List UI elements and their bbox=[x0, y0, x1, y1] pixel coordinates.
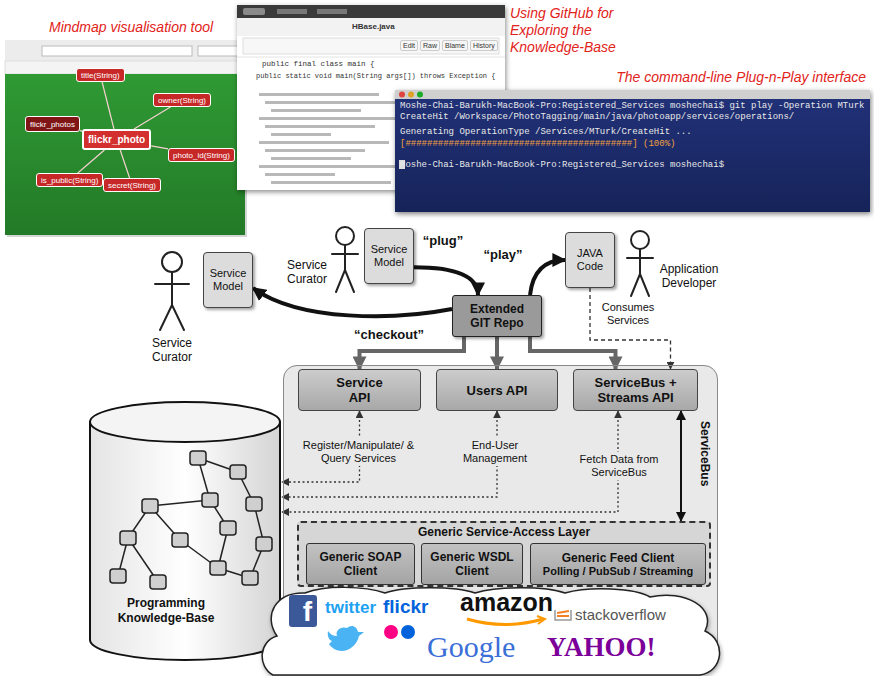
mindmap-node: photo_id(String) bbox=[168, 148, 235, 162]
client-box: Generic SOAP Client bbox=[306, 543, 415, 585]
model-box: Service Model bbox=[364, 228, 414, 284]
node-text: Generic Feed Client bbox=[562, 551, 675, 565]
terminal-line: Moshe-Chai-Barukh-MacBook-Pro:Registered… bbox=[400, 101, 865, 123]
mindmap-node: secret(String) bbox=[103, 178, 161, 192]
node-text: ServiceBus + Streams API bbox=[584, 375, 688, 405]
connector bbox=[134, 107, 170, 129]
toolbar-button: Blame bbox=[442, 40, 468, 51]
access-layer: Generic Service-Access LayerGeneric SOAP… bbox=[297, 521, 711, 587]
terminal-line: [#######################################… bbox=[400, 139, 675, 150]
node-text: twitter bbox=[325, 598, 376, 618]
node-text: Mindmap visualisation tool bbox=[49, 19, 213, 36]
node-text: Service Model bbox=[368, 243, 410, 269]
node-text: Google bbox=[427, 630, 515, 664]
code-line: public final class main { bbox=[262, 60, 375, 68]
node-text: Generic Service-Access Layer bbox=[299, 525, 709, 539]
connector bbox=[282, 411, 618, 512]
edge-label: Fetch Data from ServiceBus bbox=[575, 452, 663, 480]
mindmap-node: is_public(String) bbox=[36, 173, 103, 187]
node-text: Generic WSDL Client bbox=[425, 550, 519, 578]
curator-figure bbox=[332, 227, 358, 292]
node-text: Programming Knowledge-Base bbox=[96, 596, 236, 626]
node-text: stackoverflow bbox=[575, 606, 666, 623]
node-text: JAVA Code bbox=[569, 247, 611, 273]
edge-label: End-User Management bbox=[458, 438, 532, 466]
file-name: HBase.java bbox=[352, 22, 395, 31]
api-box: Service API bbox=[298, 369, 421, 411]
actor-label: Service Curator bbox=[142, 336, 202, 364]
node-text: flickr bbox=[383, 596, 428, 618]
connector bbox=[120, 150, 129, 178]
edge-label: Register/Manipulate/ & Query Services bbox=[302, 438, 415, 466]
client-box: Generic Feed ClientPolling / PubSub / St… bbox=[530, 543, 706, 585]
connector bbox=[253, 288, 452, 316]
edge-label: “checkout” bbox=[354, 326, 420, 343]
model-box: Service Model bbox=[203, 252, 253, 308]
node-text: YAHOO! bbox=[547, 632, 656, 663]
mindmap-node: flickr_photo bbox=[82, 129, 151, 150]
mindmap-node: flickr_photos bbox=[25, 116, 80, 132]
bookmarks-bar bbox=[5, 61, 245, 74]
search-bar bbox=[198, 46, 238, 56]
connector bbox=[78, 150, 105, 173]
actor-label: Service Curator bbox=[283, 258, 331, 286]
edge-label: “play” bbox=[482, 246, 524, 263]
node-text: f bbox=[289, 595, 317, 627]
code-box: JAVA Code bbox=[565, 232, 615, 288]
node-text: is_public(String) bbox=[41, 176, 98, 185]
connector bbox=[414, 267, 478, 295]
node-text: owner(String) bbox=[158, 96, 206, 105]
node-text: Service Model bbox=[207, 267, 249, 293]
node-text: photo_id(String) bbox=[173, 151, 230, 160]
browser-chrome bbox=[5, 40, 245, 74]
node-text: Service API bbox=[328, 375, 392, 405]
curator-figure bbox=[155, 252, 189, 330]
node-text: Users API bbox=[465, 383, 529, 398]
terminal-line: Moshe-Chai-Barukh-MacBook-Pro:Registered… bbox=[400, 160, 724, 171]
node-text: Generic SOAP Client bbox=[310, 550, 411, 578]
connector bbox=[680, 411, 682, 521]
mindmap-node: title(String) bbox=[76, 68, 125, 82]
terminal-line: Generating OperationType /Services/MTurk… bbox=[400, 127, 692, 138]
node-text: Extended GIT Repo bbox=[464, 302, 530, 330]
knowledge-base-cylinder: Programming Knowledge-Base bbox=[88, 400, 282, 662]
node-text: ServiceBus bbox=[698, 421, 712, 486]
toolbar-button: Edit bbox=[400, 40, 418, 51]
node-text: flickr_photo bbox=[88, 134, 145, 145]
node-text: Using GitHub for Exploring the Knowledge… bbox=[510, 5, 660, 56]
node-text: flickr_photos bbox=[30, 120, 75, 129]
connector bbox=[530, 260, 565, 295]
node-text: amazon bbox=[460, 588, 553, 617]
toolbar-button: History bbox=[470, 40, 498, 51]
code-line: public static void main(String args[]) t… bbox=[256, 72, 495, 80]
repository-box: Extended GIT Repo bbox=[452, 295, 542, 337]
toolbar-button: Raw bbox=[420, 40, 440, 51]
client-box: Generic WSDL Client bbox=[421, 543, 523, 585]
node-text: The command-line Plug-n-Play interface bbox=[616, 69, 866, 86]
service-cloud: f twitter flickr amazon stackoverflowGoogle Y… bbox=[255, 586, 725, 676]
mindmap-node: owner(String) bbox=[153, 93, 211, 107]
api-box: Users API bbox=[436, 369, 558, 411]
api-box: ServiceBus + Streams API bbox=[573, 369, 698, 411]
edge-label: Consumes Services bbox=[597, 300, 659, 328]
connector bbox=[102, 82, 114, 129]
mindmap-canvas bbox=[5, 74, 245, 235]
connector bbox=[590, 288, 671, 369]
actor-label: Application Developer bbox=[656, 262, 722, 290]
edge-label: “plug” bbox=[418, 232, 468, 249]
developer-figure bbox=[627, 231, 653, 296]
node-text: Polling / PubSub / Streaming bbox=[543, 565, 693, 578]
screenshot-panel: Mindmap visualisation toolflickr_photosf… bbox=[5, 40, 245, 235]
connector bbox=[151, 146, 168, 149]
address-bar bbox=[42, 46, 192, 56]
node-text: title(String) bbox=[81, 71, 120, 80]
node-text: secret(String) bbox=[108, 181, 156, 190]
